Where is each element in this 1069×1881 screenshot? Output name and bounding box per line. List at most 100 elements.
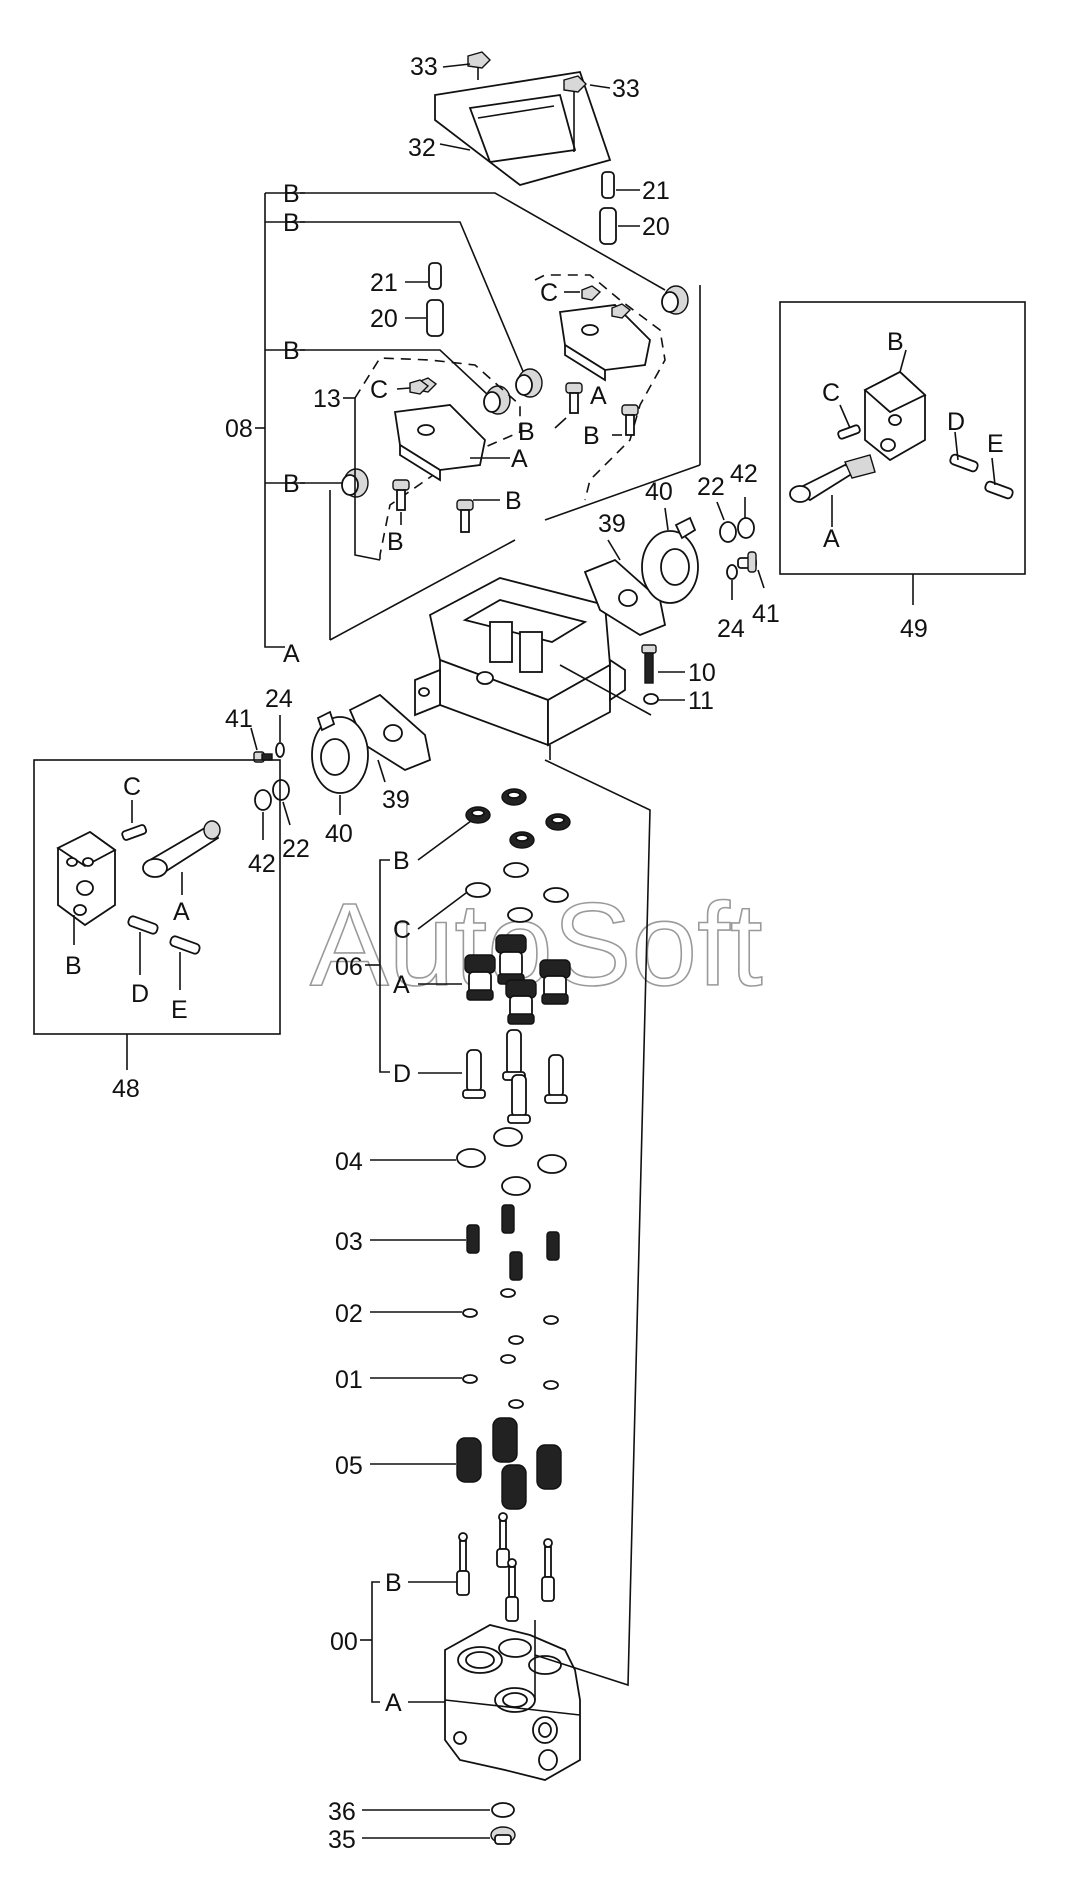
- return-spring-05-2: [456, 1437, 482, 1483]
- oring-42-right: [737, 517, 755, 539]
- lever-left: [393, 377, 486, 482]
- pusher-D-1: [502, 1029, 526, 1081]
- washer-01-2: [462, 1374, 478, 1384]
- label-C-right: C: [540, 279, 558, 307]
- label-40-left: 40: [325, 820, 353, 848]
- bushing-mid: [515, 368, 543, 398]
- label-42-left: 42: [248, 850, 276, 878]
- label-01: 01: [335, 1366, 363, 1394]
- label-48-B: B: [65, 952, 82, 980]
- label-06-B: B: [393, 847, 410, 875]
- pusher-D-2: [462, 1049, 486, 1099]
- label-49-D: D: [947, 408, 965, 436]
- label-21-left: 21: [370, 269, 398, 297]
- plug-A-4: [505, 979, 537, 1025]
- valve-casing: [414, 577, 626, 760]
- label-03: 03: [335, 1228, 363, 1256]
- spring-seat-04-1: [493, 1127, 523, 1147]
- label-24-left: 24: [265, 685, 293, 713]
- bolt-B-1: [392, 479, 410, 511]
- label-02: 02: [335, 1300, 363, 1328]
- plug-35: [490, 1826, 516, 1845]
- label-C-left: C: [370, 376, 388, 404]
- seal-ring-2: [501, 788, 527, 806]
- label-48: 48: [112, 1075, 140, 1103]
- label-B-bolt-3: B: [518, 418, 535, 446]
- plate-39-right: [583, 558, 667, 637]
- label-33-right: 33: [612, 75, 640, 103]
- label-48-C: C: [123, 773, 141, 801]
- bolt-33-right: [563, 75, 587, 152]
- label-10: 10: [688, 659, 716, 687]
- spring-seat-04-2: [456, 1148, 486, 1168]
- label-41-left: 41: [225, 705, 253, 733]
- cam-40-right: [641, 516, 699, 604]
- pusher-D-4: [507, 1074, 531, 1124]
- label-49-B: B: [887, 328, 904, 356]
- label-48-A: A: [173, 898, 190, 926]
- pin-21-right: [601, 171, 615, 199]
- label-42-right: 42: [730, 460, 758, 488]
- pin-20-left: [426, 299, 444, 337]
- seal-ring-4: [509, 831, 535, 849]
- bolt-10: [641, 644, 657, 684]
- label-48-E: E: [171, 996, 188, 1024]
- label-21-right: 21: [642, 177, 670, 205]
- oring-42-left: [254, 789, 272, 811]
- label-39-right: 39: [598, 510, 626, 538]
- plug-A-1: [495, 934, 527, 985]
- return-spring-05-3: [536, 1444, 562, 1490]
- label-22-left: 22: [282, 835, 310, 863]
- label-49: 49: [900, 615, 928, 643]
- washer-11: [643, 693, 659, 705]
- bushing-left: [341, 468, 369, 498]
- nut-C-left: [409, 379, 430, 395]
- bolt-33-left: [467, 51, 491, 80]
- washer-01-3: [543, 1380, 559, 1390]
- bushing-mid-left: [483, 385, 511, 415]
- spool-B-3: [541, 1538, 555, 1602]
- washer-24-left: [275, 742, 285, 758]
- spool-B-2: [456, 1532, 470, 1596]
- label-39-left: 39: [382, 786, 410, 814]
- washer-01-1: [500, 1354, 516, 1364]
- oring-C-3: [543, 887, 569, 903]
- shim-02-1: [500, 1288, 516, 1298]
- label-B-left-2: B: [283, 470, 300, 498]
- screw-41-right: [737, 551, 757, 573]
- label-49-C: C: [822, 379, 840, 407]
- seal-ring-1: [465, 806, 491, 824]
- spring-03-3: [546, 1231, 560, 1261]
- label-A-lever-left: A: [511, 445, 528, 473]
- label-B-bolt-4: B: [583, 422, 600, 450]
- label-33-left: 33: [410, 53, 438, 81]
- spring-03-4: [509, 1251, 523, 1281]
- label-48-D: D: [131, 980, 149, 1008]
- spring-seat-04-3: [537, 1154, 567, 1174]
- cam-40-left: [311, 710, 369, 794]
- spring-seat-04-4: [501, 1176, 531, 1196]
- label-B-left-1: B: [283, 337, 300, 365]
- seal-ring-3: [545, 813, 571, 831]
- label-06-D: D: [393, 1060, 411, 1088]
- label-06-C: C: [393, 916, 411, 944]
- washer-01-4: [508, 1399, 524, 1409]
- label-20-left: 20: [370, 305, 398, 333]
- oring-C-1: [503, 862, 529, 878]
- oring-22-left: [272, 779, 290, 801]
- detail-box-48: [33, 759, 281, 1035]
- plug-A-3: [539, 959, 571, 1005]
- cover-plate-32: [434, 70, 612, 186]
- label-24-right: 24: [717, 615, 745, 643]
- bolt-B-3: [565, 382, 583, 414]
- label-00: 00: [330, 1628, 358, 1656]
- label-22-right: 22: [697, 473, 725, 501]
- label-05: 05: [335, 1452, 363, 1480]
- pin-20-right: [599, 207, 617, 245]
- label-20-right: 20: [642, 213, 670, 241]
- label-06-A: A: [393, 971, 410, 999]
- label-04: 04: [335, 1148, 363, 1176]
- detail-box-49: [779, 301, 1026, 575]
